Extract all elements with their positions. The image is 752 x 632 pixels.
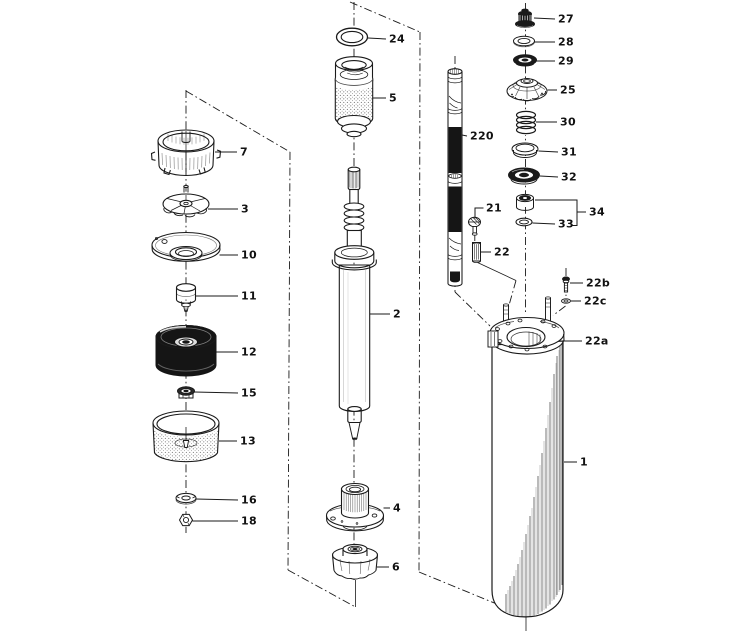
part-label-22c: 22c [584,294,607,308]
part-5-coupling-drawing [334,56,374,138]
part-label-4: 4 [393,501,401,515]
part-label-33: 33 [558,217,574,231]
part-label-18: 18 [241,514,257,528]
part-label-6: 6 [392,560,400,574]
part-label-28: 28 [558,35,574,49]
part-6-impeller-drawing [331,543,379,580]
part-32-bearing-drawing [508,167,540,185]
part-7-bearing-cover-drawing [150,129,222,177]
part-25-diffuser-drawing [506,78,548,102]
part-label-2: 2 [393,307,401,321]
part-label-29: 29 [558,54,574,68]
part-27-cap-nut-drawing [515,8,535,28]
part-label-22b: 22b [586,276,611,290]
part-label-12: 12 [241,345,257,359]
leader-lines [192,17,586,568]
part-18-nut-drawing [178,513,194,527]
part-34-bearing-drawing [516,193,534,211]
part-label-25: 25 [560,83,576,97]
part-12-rotor-drawing [155,324,217,377]
part-2-rotor-shaft-drawing [331,166,377,441]
part-4-flanged-hub-drawing [325,482,385,532]
part-label-15: 15 [241,386,257,400]
part-10-plate-drawing [151,231,221,262]
part-label-220: 220 [470,129,494,143]
part-22b-screw-drawing [562,276,570,293]
part-11-bushing-drawing [175,283,197,312]
part-label-16: 16 [241,493,257,507]
part-label-34: 34 [589,205,605,219]
part-3-spider-coupling-drawing [162,184,210,218]
part-22-plug-drawing [472,242,481,263]
part-label-27: 27 [558,12,574,26]
part-label-32: 32 [561,170,577,184]
part-22c-washer-drawing [561,298,571,304]
part-label-1: 1 [580,455,588,469]
part-label-21: 21 [486,201,502,215]
part-1-motor-body-drawing [491,340,564,618]
part-21-vent-screw-drawing [468,216,481,236]
part-13-bowl-drawing [152,410,220,463]
part-label-3: 3 [241,202,249,216]
part-22a-flange-drawing [487,296,565,355]
part-30-spring-drawing [515,110,537,135]
axis-solid-segments [355,262,527,631]
part-label-31: 31 [561,145,577,159]
part-label-22: 22 [494,245,510,259]
part-28-washer-drawing [513,35,535,48]
part-16-slotted-washer-drawing [175,492,197,505]
part-31-seal-cup-drawing [511,142,539,158]
part-label-10: 10 [241,248,257,262]
part-220-shaft-drawing [447,68,463,287]
part-label-7: 7 [240,145,248,159]
part-label-13: 13 [240,434,256,448]
part-label-5: 5 [389,91,397,105]
part-label-24: 24 [389,32,405,46]
part-15-lock-nut-drawing [177,386,195,399]
part-24-o-ring-drawing [335,27,369,47]
part-label-30: 30 [560,115,576,129]
part-label-11: 11 [241,289,257,303]
part-label-22a: 22a [585,334,609,348]
part-33-o-ring-drawing [515,217,533,227]
part-29-seal-ring-drawing [513,54,537,67]
